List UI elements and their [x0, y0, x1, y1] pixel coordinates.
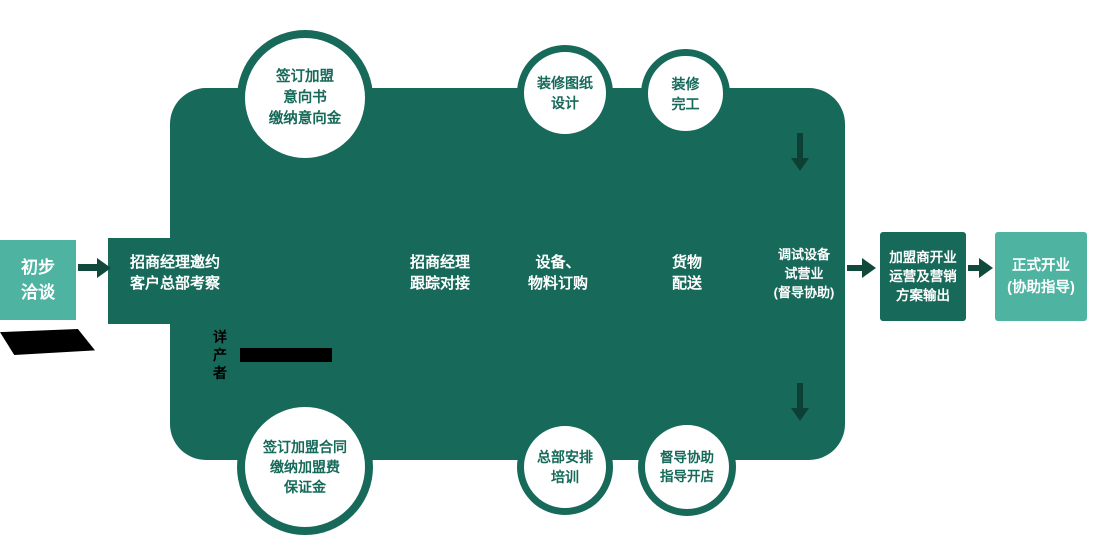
circle-renovation-complete: 装修 完工: [641, 49, 730, 138]
circle-label: 签订加盟合同 缴纳加盟费 保证金: [263, 439, 347, 495]
arrow-line: [797, 383, 803, 409]
arrow-head-icon: [862, 258, 876, 278]
start-box-label: 初步 洽谈: [21, 258, 55, 302]
arrow-line: [78, 264, 98, 271]
operations-output-box: 加盟商开业 运营及营销 方案输出: [880, 232, 966, 321]
arrow-head-icon: [791, 408, 809, 421]
process-step-equipment-order: 设备、 物料订购: [527, 254, 588, 292]
circle-label: 督导协助 指导开店: [660, 450, 714, 484]
process-step-trial-operation: 调试设备 试营业 (督导协助): [773, 247, 835, 300]
process-step-invite-inspection: 招商经理邀约 客户总部考察: [129, 254, 220, 292]
official-opening-box: 正式开业 (协助指导): [995, 232, 1087, 321]
arrow-line: [968, 265, 980, 271]
circle-sign-franchise-contract: 签订加盟合同 缴纳加盟费 保证金: [237, 399, 373, 535]
arrow-line: [847, 265, 863, 271]
process-step-goods-delivery: 货物 配送: [671, 254, 702, 292]
circle-hq-training: 总部安排 培训: [517, 419, 613, 515]
circle-label: 装修 完工: [671, 75, 700, 112]
black-artifact-shape: [0, 329, 95, 355]
circle-sign-intent-letter: 签订加盟 意向书 缴纳意向金: [237, 30, 373, 166]
arrow-head-icon: [791, 158, 809, 171]
process-step-manager-follow-up: 招商经理 跟踪对接: [409, 254, 470, 292]
circle-label: 总部安排 培训: [537, 449, 593, 485]
black-artifact-bar: [240, 348, 332, 362]
circle-renovation-drawing-design: 装修图纸 设计: [517, 45, 613, 141]
arrow-line: [797, 133, 803, 159]
obscured-text: 详 产 者: [213, 329, 227, 381]
arrow-head-icon: [97, 258, 111, 278]
circle-label: 装修图纸 设计: [537, 75, 593, 111]
start-box: 初步 洽谈: [0, 240, 76, 320]
arrow-head-icon: [979, 258, 993, 278]
circle-supervisor-assist-opening: 督导协助 指导开店: [638, 418, 736, 516]
main-process-block-tab: [108, 238, 194, 324]
circle-label: 签订加盟 意向书 缴纳意向金: [268, 68, 342, 127]
